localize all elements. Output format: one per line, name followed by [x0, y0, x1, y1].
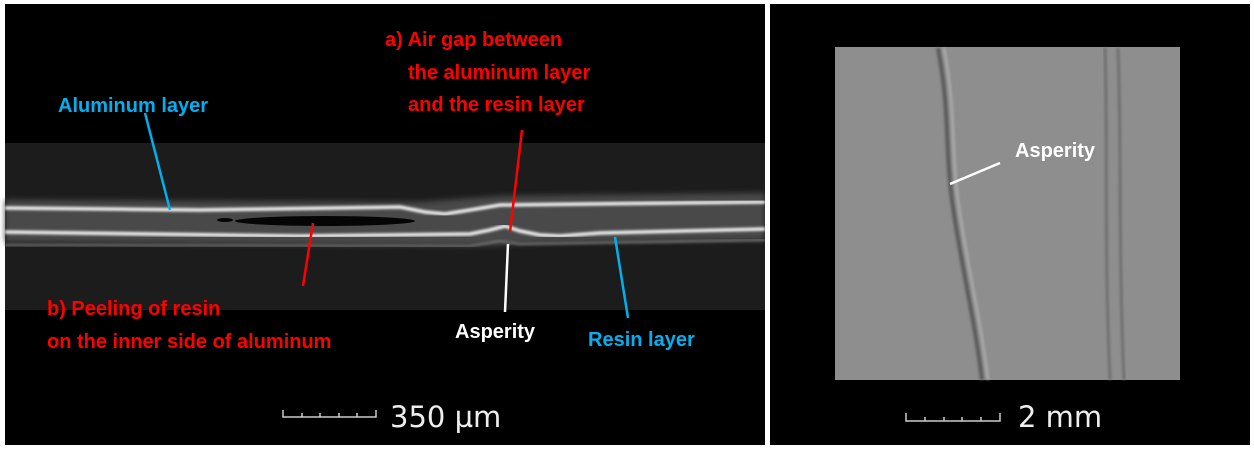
panel-divider — [765, 0, 770, 449]
resin-layer-line — [4, 224, 766, 238]
resin-pointer — [613, 236, 630, 319]
label-asperity-right: Asperity — [1015, 140, 1096, 162]
surface-ridge — [1103, 47, 1126, 381]
scale-bar-label-right: 2 mm — [1018, 400, 1102, 434]
label-air-gap-1: a) Air gap between — [385, 29, 562, 51]
label-air-gap-3: and the resin layer — [408, 94, 585, 116]
aluminum-pointer — [143, 112, 172, 211]
label-aluminum-layer: Aluminum layer — [58, 95, 208, 117]
air-gap-small — [217, 218, 233, 222]
asperity-pointer — [503, 243, 510, 313]
surface-scan-panel: Asperity 2 mm — [770, 4, 1250, 445]
label-resin-layer: Resin layer — [588, 329, 695, 351]
label-peeling-2: on the inner side of aluminum — [47, 331, 331, 353]
scale-bar-350um — [282, 410, 377, 418]
aluminum-layer-line — [4, 200, 766, 216]
ct-cross-section-panel: Aluminum layer a) Air gap between the al… — [4, 4, 766, 445]
air-gap — [235, 216, 415, 226]
peeling-pointer — [301, 222, 315, 287]
scale-bar-label: 350 µm — [390, 400, 501, 434]
scale-bar-2mm — [905, 413, 1001, 422]
asperity-pointer-right — [949, 161, 1001, 186]
air-gap-pointer — [508, 129, 524, 233]
asperity-ridge-highlight — [943, 47, 989, 381]
asperity-ridge — [936, 47, 984, 381]
label-air-gap-2: the aluminum layer — [408, 62, 590, 84]
label-asperity: Asperity — [455, 321, 536, 343]
label-peeling-1: b) Peeling of resin — [47, 298, 220, 320]
layer-edge — [4, 239, 766, 248]
surface-image — [835, 47, 1180, 380]
